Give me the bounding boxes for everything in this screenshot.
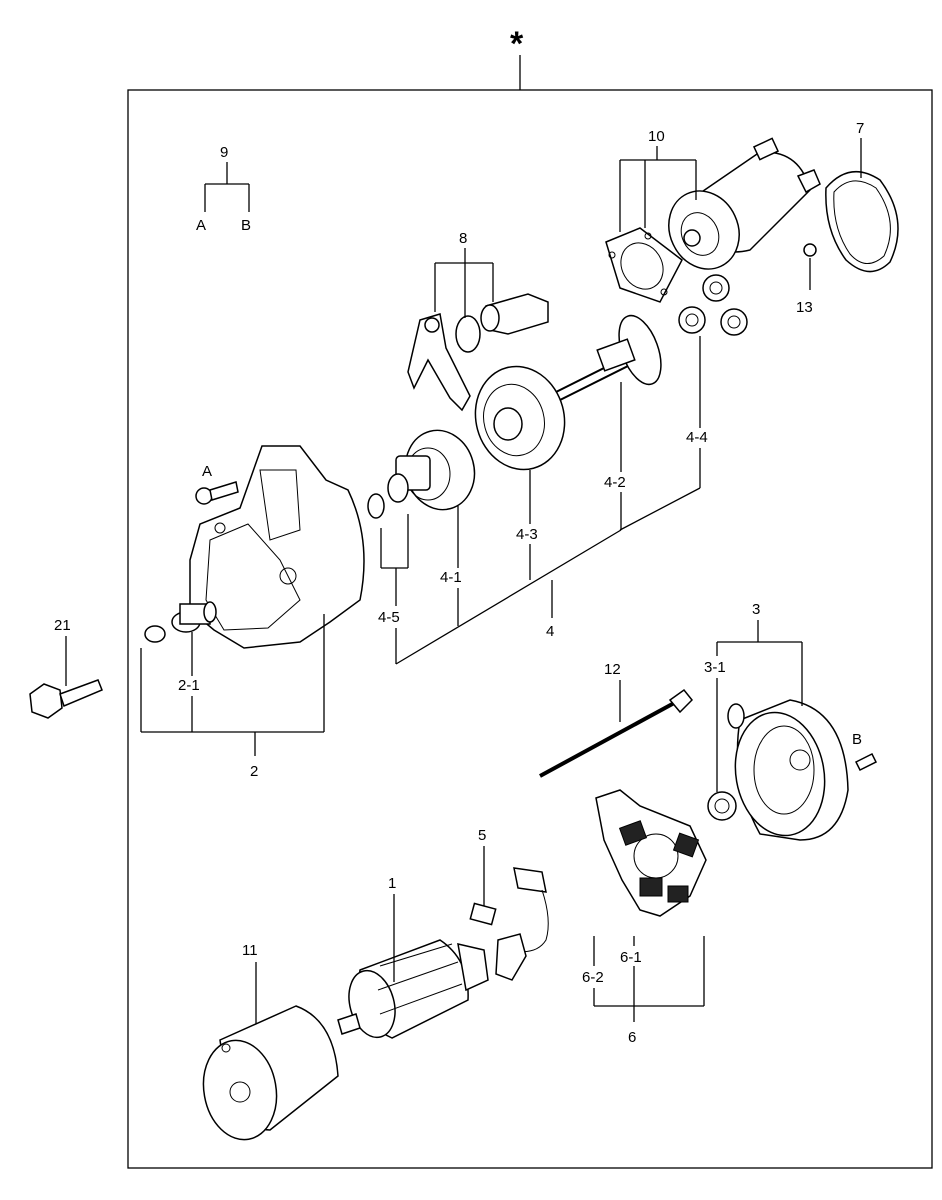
callout-group-10: 10 (619, 128, 697, 232)
screw-a-icon: A (195, 463, 239, 505)
callout-12: 12 (604, 661, 621, 678)
callout-4-1: 4-1 (440, 569, 462, 586)
callout-4-3: 4-3 (516, 526, 538, 543)
callout-4-4: 4-4 (686, 429, 708, 446)
callout-4-5: 4-5 (378, 609, 400, 626)
callout-group-12: 12 (604, 661, 621, 722)
rear-bracket-icon (707, 699, 849, 841)
ball-icon (803, 243, 817, 257)
callout-1: 1 (388, 875, 396, 892)
callout-10: 10 (648, 128, 665, 145)
callout-9-a: A (196, 217, 206, 234)
callout-7: 7 (856, 120, 864, 137)
callout-2: 2 (250, 763, 258, 780)
drive-assembly-icon (367, 274, 748, 519)
shift-lever-icon (407, 293, 549, 412)
callout-group-7: 7 (856, 120, 864, 178)
brush-holder-icon (595, 789, 707, 917)
callout-9: 9 (220, 144, 228, 161)
callout-8: 8 (459, 230, 467, 247)
assembly-frame: * (127, 25, 933, 1169)
screw-b-label: B (852, 731, 862, 748)
through-bolt-icon (539, 688, 694, 778)
solenoid-icon (605, 137, 821, 303)
callout-group-11: 11 (242, 942, 258, 1024)
callout-group-9: 9 A B (196, 144, 251, 234)
callout-3-1: 3-1 (704, 659, 726, 676)
callout-group-2: 2-1 2 (140, 614, 325, 780)
yoke-icon (202, 1005, 339, 1141)
callout-6: 6 (628, 1029, 636, 1046)
callout-group-5: 5 (478, 827, 486, 906)
front-housing-icon (144, 445, 365, 649)
callout-group-3: 3 3-1 (704, 601, 803, 792)
brush-lead-icon (469, 867, 549, 981)
armature-icon (337, 939, 489, 1039)
callout-9-b: B (241, 217, 251, 234)
screw-b-icon: B (852, 731, 878, 772)
callout-group-6: 6-2 6-1 6 (582, 936, 705, 1046)
callout-group-1: 1 (388, 875, 396, 982)
callout-4: 4 (546, 623, 554, 640)
callout-11: 11 (242, 942, 258, 959)
retaining-ring-icon (825, 170, 899, 273)
callout-4-2: 4-2 (604, 474, 626, 491)
callout-group-21: 21 (54, 617, 71, 686)
callout-group-13: 13 (796, 258, 813, 316)
callout-group-4: 4-4 4-2 4-3 4-1 4 4-5 (378, 336, 708, 665)
callout-5: 5 (478, 827, 486, 844)
callout-6-2: 6-2 (582, 969, 604, 986)
callout-3: 3 (752, 601, 760, 618)
assembly-marker: * (510, 25, 524, 63)
callout-2-1: 2-1 (178, 677, 200, 694)
callout-13: 13 (796, 299, 813, 316)
screw-a-label: A (202, 463, 212, 480)
callout-group-8: 8 (434, 230, 494, 318)
callout-21: 21 (54, 617, 71, 634)
callout-6-1: 6-1 (620, 949, 642, 966)
mounting-bolt-icon (29, 679, 103, 719)
